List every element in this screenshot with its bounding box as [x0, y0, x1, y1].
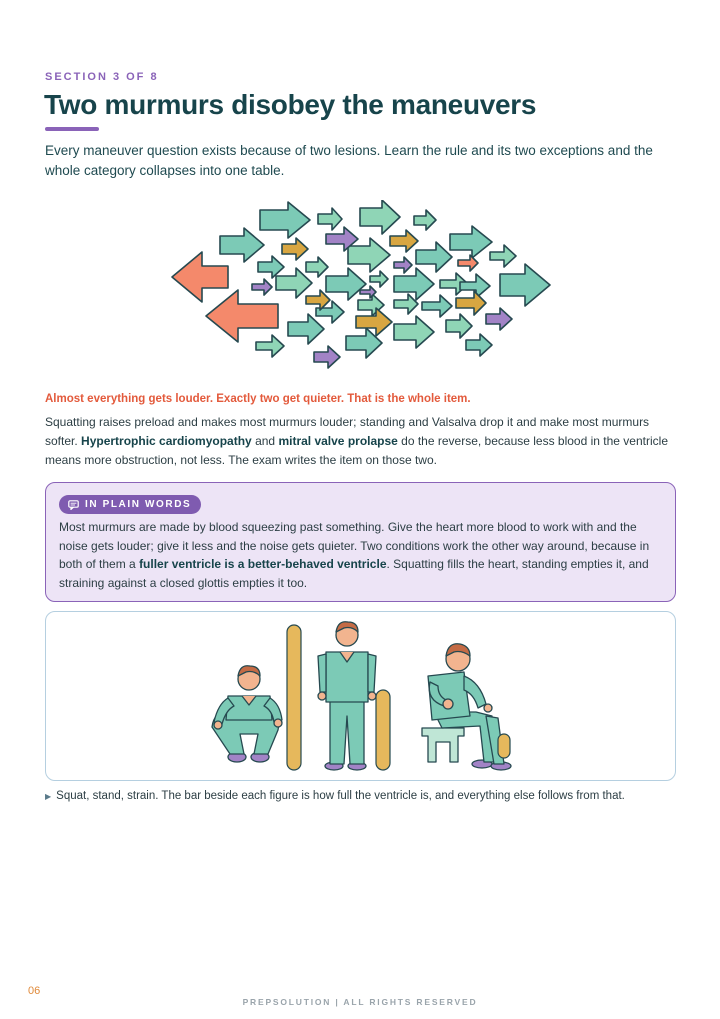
standing-figure — [317, 621, 377, 771]
term-mvp: mitral valve prolapse — [278, 434, 398, 448]
term-hcm: Hypertrophic cardiomyopathy — [81, 434, 252, 448]
plain-words-callout: IN PLAIN WORDS Most murmurs are made by … — [45, 482, 676, 602]
page-number: 06 — [28, 985, 41, 997]
page-title: Two murmurs disobey the maneuvers — [44, 89, 537, 120]
speech-bubble-icon — [68, 499, 79, 510]
title-underline — [45, 127, 99, 131]
maneuver-figure-panel — [45, 611, 676, 781]
caret-right-icon: ▶ — [45, 791, 52, 801]
section-label: SECTION 3 OF 8 — [45, 71, 159, 83]
maneuver-illustration — [211, 621, 512, 771]
squatting-figure — [211, 665, 283, 763]
preload-bar-stand — [375, 689, 391, 771]
body-paragraph: Squatting raises preload and makes most … — [45, 415, 668, 467]
preload-bar-squat — [286, 624, 302, 771]
arrows-flow-icon — [171, 200, 551, 369]
intro-paragraph: Every maneuver question exists because o… — [45, 143, 653, 178]
figure-caption: ▶ Squat, stand, strain. The bar beside e… — [45, 790, 625, 802]
footer-copyright: PREPSOLUTION | ALL RIGHTS RESERVED — [242, 997, 478, 1007]
callout-text: Most murmurs are made by blood squeezing… — [59, 520, 650, 590]
callout-badge: IN PLAIN WORDS — [59, 495, 202, 514]
preload-bar-strain — [497, 733, 511, 759]
callout-label: IN PLAIN WORDS — [85, 499, 192, 510]
lead-statement: Almost everything gets louder. Exactly t… — [45, 393, 471, 405]
straining-figure — [421, 643, 512, 771]
callout-emphasis: fuller ventricle is a better-behaved ven… — [139, 557, 387, 571]
